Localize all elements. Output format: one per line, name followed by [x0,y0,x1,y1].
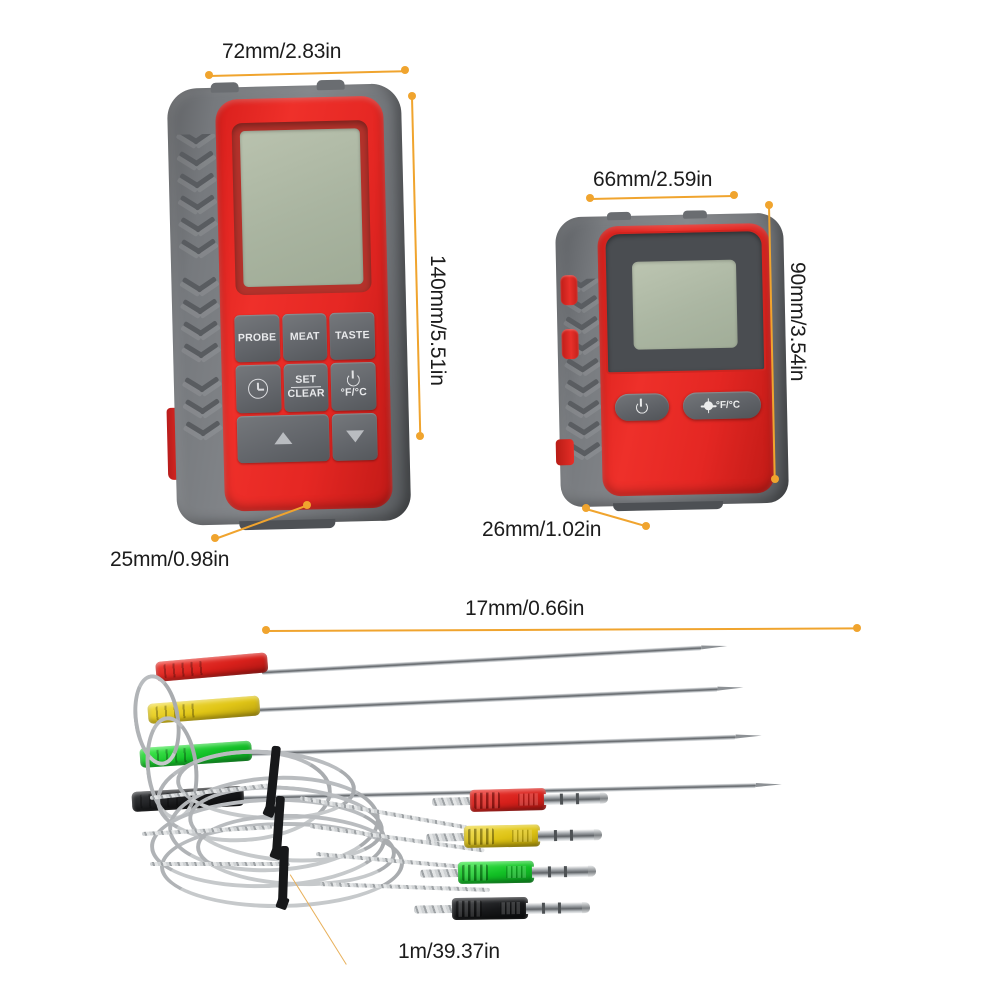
main-unit-keypad: PROBE MEAT TASTE SET CLEAR [234,311,378,464]
receiver-unit-label: °F/°C [715,399,741,412]
main-unit-lcd-bezel [231,120,372,296]
set-clear-button[interactable]: SET CLEAR [283,363,329,412]
dimension-dot [765,201,773,209]
receiver-base [612,500,724,512]
down-button[interactable] [332,412,378,461]
arrow-down-icon [345,430,365,443]
receiver-side-button-top[interactable] [560,274,578,306]
timer-button[interactable] [235,364,282,413]
probe-needle-1 [261,643,728,675]
arrow-up-icon [274,432,293,445]
dimension-dot [771,475,779,483]
clock-icon [248,378,269,399]
backlight-icon [703,401,713,411]
dimension-label-main-height: 140mm/5.51in [426,255,449,386]
probe-handle-red [155,652,269,682]
probe-plug-red [431,788,609,812]
receiver-faceplate: °F/°C [597,222,775,497]
probe-button[interactable]: PROBE [234,314,281,363]
probe-button-label: PROBE [237,331,277,345]
clear-button-label: CLEAR [287,387,325,401]
dimension-label-main-depth: 25mm/0.98in [110,548,230,571]
dimension-dot [262,626,270,634]
receiver-top-nub-right [682,210,708,219]
dimension-dot [401,66,409,74]
probe-set [0,600,1000,1000]
taste-button[interactable]: TASTE [329,311,376,361]
top-nub-left [210,82,239,93]
main-unit-faceplate: PROBE MEAT TASTE SET CLEAR [214,95,393,512]
main-thermometer-unit: PROBE MEAT TASTE SET CLEAR [166,79,412,531]
main-unit-lcd-screen [239,128,364,288]
dimension-dot [730,191,738,199]
dimension-label-probe-span: 17mm/0.66in [465,597,585,620]
dimension-line-main-height [411,96,422,437]
receiver-button-row: °F/°C [614,391,764,422]
dimension-dot [853,624,861,632]
receiver-lcd-bezel [603,229,767,375]
probe-needle-2 [247,685,744,713]
dimension-label-receiver-depth: 26mm/1.02in [482,518,602,541]
receiver-top-nub-left [606,211,632,221]
power-icon [635,401,649,414]
dimension-dot [586,194,594,202]
fahrenheit-celsius-label: °F/°C [340,386,368,400]
probe-needle-3 [235,733,762,757]
dimension-dot [205,71,213,79]
dimension-line-receiver-width [589,194,734,200]
dimension-line-main-width [208,70,405,77]
taste-button-label: TASTE [334,329,370,343]
receiver-backlight-unit-button[interactable]: °F/°C [682,391,762,420]
dimension-dot [303,501,311,509]
meat-button-label: MEAT [289,330,320,344]
dimension-label-receiver-height: 90mm/3.54in [786,262,809,382]
receiver-lcd-screen [631,259,738,350]
top-nub-right [316,79,345,91]
dimension-dot [408,92,416,100]
power-icon [346,373,361,388]
dimension-dot [211,534,219,542]
receiver-power-button[interactable] [614,393,670,422]
dimension-label-main-width: 72mm/2.83in [222,40,342,63]
power-unit-button[interactable]: °F/°C [330,362,377,411]
dimension-label-receiver-width: 66mm/2.59in [593,168,713,191]
up-button[interactable] [236,413,331,464]
meat-button[interactable]: MEAT [281,313,328,362]
dimension-dot [642,522,650,530]
dimension-label-cable-length: 1m/39.37in [398,940,500,963]
set-button-label: SET [295,373,317,387]
receiver-unit: °F/°C [554,210,790,512]
dimension-dot [416,432,424,440]
receiver-side-tab [555,439,575,466]
dimension-dot [582,504,590,512]
receiver-side-button-bottom[interactable] [561,328,579,360]
